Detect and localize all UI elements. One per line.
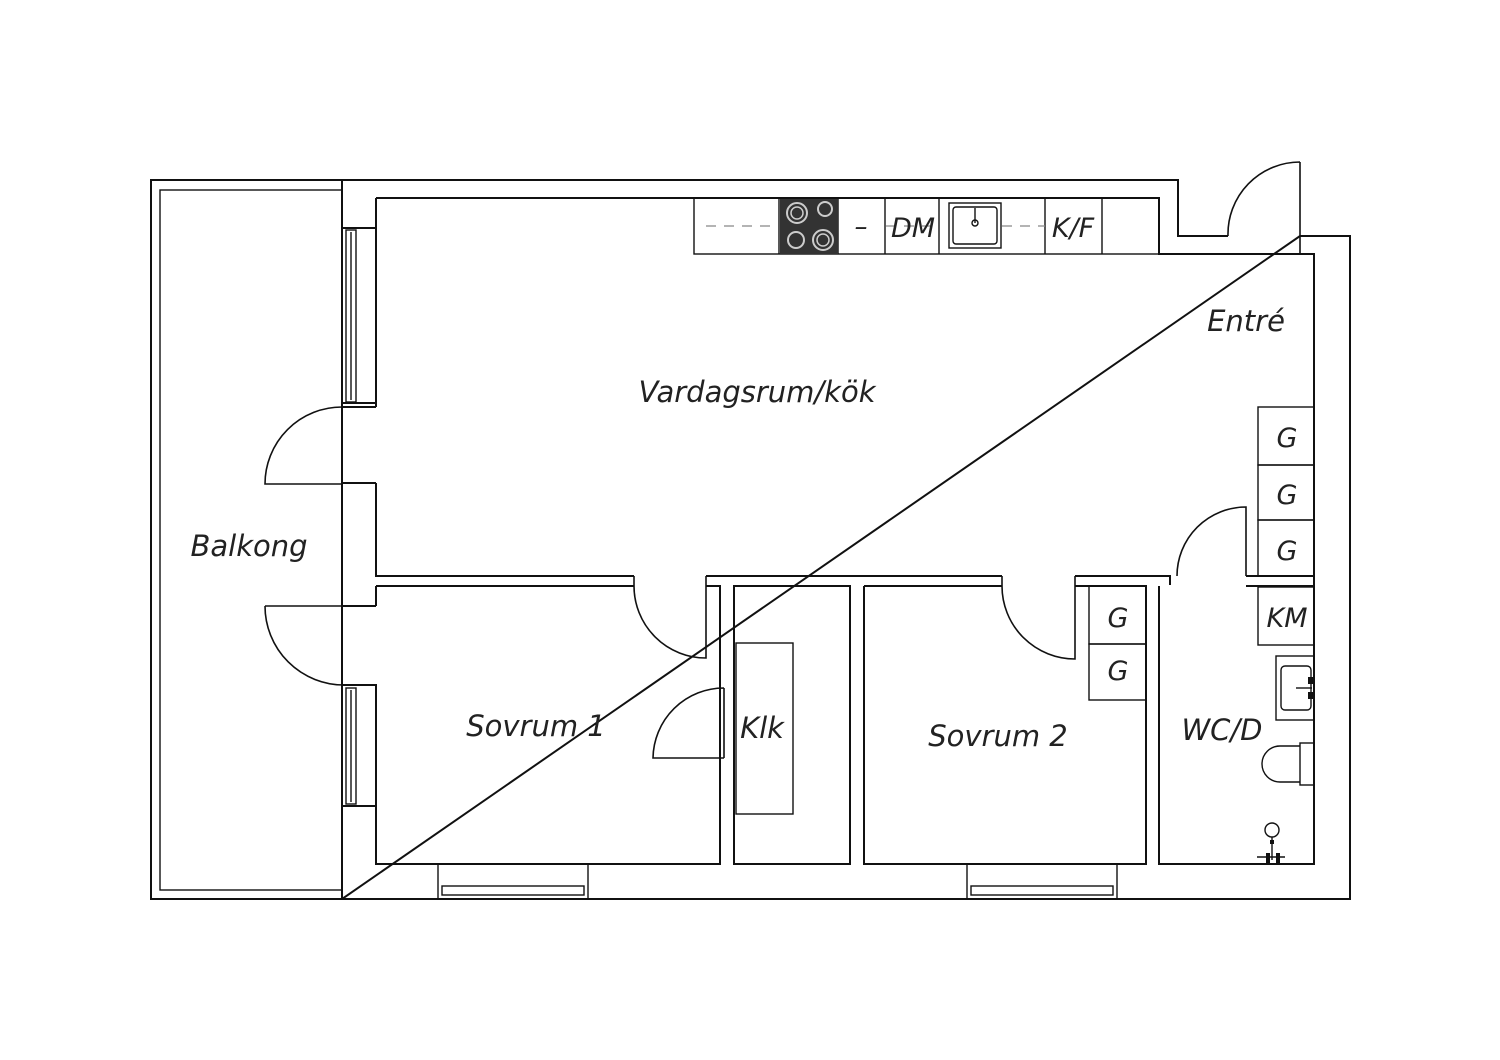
wardrobe-label: G bbox=[1108, 603, 1129, 634]
bathroom-sink-icon bbox=[1275, 655, 1315, 721]
room-label-bedroom-2: Sovrum 2 bbox=[928, 719, 1068, 753]
stove-icon bbox=[780, 199, 838, 254]
room-label-living-kitchen: Vardagsrum/kök bbox=[638, 375, 876, 409]
wardrobe-label: G bbox=[1277, 480, 1298, 511]
balcony-outline bbox=[150, 179, 343, 900]
entrance-wardrobes bbox=[1257, 406, 1315, 577]
room-label-bathroom: WC/D bbox=[1181, 713, 1262, 747]
room-label-entrance: Entré bbox=[1207, 304, 1285, 338]
toilet-icon bbox=[1261, 742, 1315, 786]
washer-label: KM bbox=[1266, 603, 1307, 634]
room-label-closet: Klk bbox=[740, 711, 785, 745]
fridge-freezer-label: K/F bbox=[1052, 213, 1095, 244]
windows bbox=[345, 229, 1118, 900]
wardrobe-label: G bbox=[1277, 536, 1298, 567]
dash-mark: – bbox=[855, 212, 868, 242]
doors bbox=[264, 161, 1301, 759]
dishwasher-label: DM bbox=[891, 213, 935, 244]
room-label-bedroom-1: Sovrum 1 bbox=[466, 709, 606, 743]
room-label-balcony: Balkong bbox=[190, 529, 307, 563]
kitchen-sink-icon bbox=[948, 202, 1002, 249]
wardrobe-label: G bbox=[1108, 656, 1129, 687]
wardrobe-label: G bbox=[1277, 423, 1298, 454]
washer-box bbox=[1257, 586, 1315, 646]
bedroom-2-wardrobes bbox=[1088, 585, 1147, 701]
outer-walls bbox=[338, 179, 1351, 900]
shower-icon bbox=[1257, 822, 1285, 863]
closet-shelf bbox=[735, 642, 794, 815]
